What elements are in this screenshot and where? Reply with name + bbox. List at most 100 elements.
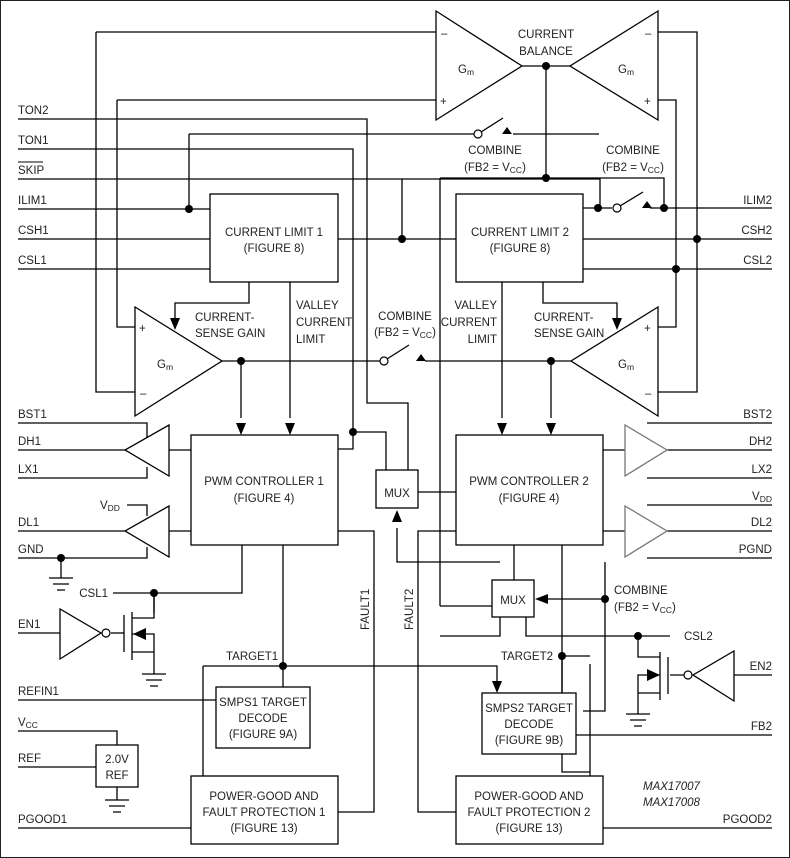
smps2-decode-line2: DECODE bbox=[504, 719, 554, 731]
valley-limit-2-line3: LIMIT bbox=[468, 334, 497, 346]
pin-dl2: DL2 bbox=[751, 517, 772, 529]
pin-vdd-right: VDD bbox=[752, 491, 772, 504]
gm-sense-amp-1 bbox=[134, 305, 224, 418]
inverter-en1-bubble bbox=[101, 628, 111, 638]
fault2-label: FAULT2 bbox=[404, 589, 416, 630]
valley-limit-1-line2: CURRENT bbox=[296, 317, 352, 329]
inverter-en2 bbox=[691, 649, 735, 703]
mux-1-block bbox=[375, 469, 419, 509]
power-good-2-line3: (FIGURE 13) bbox=[495, 823, 562, 835]
minus-sign: – bbox=[441, 28, 448, 40]
pin-ilim1: ILIM1 bbox=[18, 195, 47, 207]
ref-block-line1: 2.0V bbox=[105, 754, 129, 766]
annotations: CURRENT BALANCE COMBINE (FB2 = VCC) COMB… bbox=[79, 29, 713, 809]
minus-sign: – bbox=[645, 28, 652, 40]
power-good-2-line1: POWER-GOOD AND bbox=[474, 791, 583, 803]
minus-sign: – bbox=[140, 388, 147, 400]
power-good-1-block bbox=[190, 775, 339, 845]
pin-lx1: LX1 bbox=[18, 464, 38, 476]
wire-gm1-minus bbox=[95, 32, 135, 393]
pin-csl2: CSL2 bbox=[743, 255, 772, 267]
pin-skip: SKIP bbox=[18, 165, 45, 177]
ground-icon bbox=[626, 713, 650, 727]
minus-sign: – bbox=[645, 388, 652, 400]
mux-2-block bbox=[491, 579, 535, 618]
plus-sign: + bbox=[440, 96, 447, 108]
current-limit-2-ref: (FIGURE 8) bbox=[490, 243, 551, 255]
pwm-controller-2-block bbox=[455, 434, 604, 546]
wire-balance-bus bbox=[440, 177, 665, 208]
mux-1-label: MUX bbox=[384, 488, 410, 500]
combine-condition: (FB2 = VCC) bbox=[602, 162, 664, 175]
current-limit-2-title: CURRENT LIMIT 2 bbox=[471, 227, 569, 239]
pwm-controller-2-ref: (FIGURE 4) bbox=[499, 493, 560, 505]
current-balance-line1: CURRENT bbox=[518, 29, 574, 41]
pwm-controller-1-block bbox=[190, 434, 339, 546]
wire-lx1 bbox=[18, 467, 148, 479]
pin-csl1: CSL1 bbox=[18, 255, 47, 267]
pin-pgood1: PGOOD1 bbox=[18, 814, 67, 826]
mosfet1-arrow bbox=[133, 628, 146, 640]
current-balance-line2: BALANCE bbox=[519, 46, 573, 58]
combine-label: COMBINE bbox=[468, 145, 522, 157]
pin-gnd: GND bbox=[18, 544, 44, 556]
valley-limit-1-line3: LIMIT bbox=[296, 334, 325, 346]
gm-label: Gm bbox=[458, 64, 474, 77]
gm-sense-amp-2 bbox=[569, 305, 659, 418]
gm-label: Gm bbox=[157, 359, 173, 372]
power-good-2-block bbox=[455, 775, 604, 845]
wire-mux2-left bbox=[440, 617, 501, 637]
mosfet1-drain bbox=[132, 593, 155, 619]
combine-label: COMBINE bbox=[606, 145, 660, 157]
wire-mux2-right bbox=[525, 617, 640, 637]
pin-dh1: DH1 bbox=[18, 436, 41, 448]
gm-balance-amp-1 bbox=[435, 9, 524, 122]
driver-dh2 bbox=[624, 423, 669, 478]
pin-ilim2: ILIM2 bbox=[743, 195, 772, 207]
pin-ref: REF bbox=[18, 753, 41, 765]
wire-cl1-sense bbox=[174, 282, 250, 318]
pin-pgnd: PGND bbox=[739, 544, 772, 556]
mux-2-label: MUX bbox=[500, 595, 526, 607]
mosfet2-source bbox=[637, 674, 660, 714]
right-pin-labels: ILIM2 CSH2 CSL2 BST2 DH2 LX2 VDD DL2 PGN… bbox=[723, 195, 772, 826]
power-good-1-line1: POWER-GOOD AND bbox=[209, 791, 318, 803]
driver-dh1 bbox=[123, 423, 170, 478]
mosfet2-drain bbox=[637, 636, 660, 658]
smps2-target-decode-block bbox=[481, 692, 577, 755]
pin-refin1: REFIN1 bbox=[18, 686, 59, 698]
combine-switch-ilim2 bbox=[612, 191, 652, 213]
current-limit-1-title: CURRENT LIMIT 1 bbox=[225, 227, 323, 239]
power-good-2-line2: FAULT PROTECTION 2 bbox=[468, 807, 591, 819]
smps1-decode-line3: (FIGURE 9A) bbox=[229, 729, 298, 741]
driver-dl1 bbox=[123, 504, 170, 559]
wire-skip bbox=[18, 178, 601, 208]
pin-en2: EN2 bbox=[750, 661, 772, 673]
wire-fault1 bbox=[338, 530, 375, 813]
ground-icon bbox=[49, 577, 73, 591]
ground-symbols bbox=[49, 577, 650, 813]
wire-cl2-sense bbox=[542, 282, 618, 318]
junctions bbox=[57, 62, 701, 670]
wire-pwm1-mux bbox=[338, 431, 387, 470]
combine-switch-mid bbox=[379, 344, 426, 366]
power-good-1-line3: (FIGURE 13) bbox=[230, 823, 297, 835]
pwm-controller-1-ref: (FIGURE 4) bbox=[234, 493, 295, 505]
current-sense-gain-2-line2: SENSE GAIN bbox=[534, 328, 604, 340]
current-sense-gain-1-line1: CURRENT- bbox=[195, 312, 255, 324]
combine-condition: (FB2 = VCC) bbox=[614, 602, 676, 615]
pin-csh2: CSH2 bbox=[741, 225, 772, 237]
wire-mux1-sel bbox=[396, 528, 500, 563]
pwm-controller-1-title: PWM CONTROLLER 1 bbox=[204, 476, 324, 488]
wire-combine-smps2 bbox=[583, 562, 606, 712]
smps1-decode-line2: DECODE bbox=[238, 713, 288, 725]
gm-label: Gm bbox=[618, 359, 634, 372]
current-limit-1-ref: (FIGURE 8) bbox=[244, 243, 305, 255]
wire-pwm2-target bbox=[561, 545, 590, 773]
ref-block bbox=[95, 744, 139, 788]
pin-csh1: CSH1 bbox=[18, 225, 49, 237]
plus-sign: + bbox=[644, 323, 651, 335]
amp-labels: Gm Gm Gm Gm – + – + + – + – bbox=[139, 28, 652, 400]
wire-ton2 bbox=[18, 118, 409, 470]
